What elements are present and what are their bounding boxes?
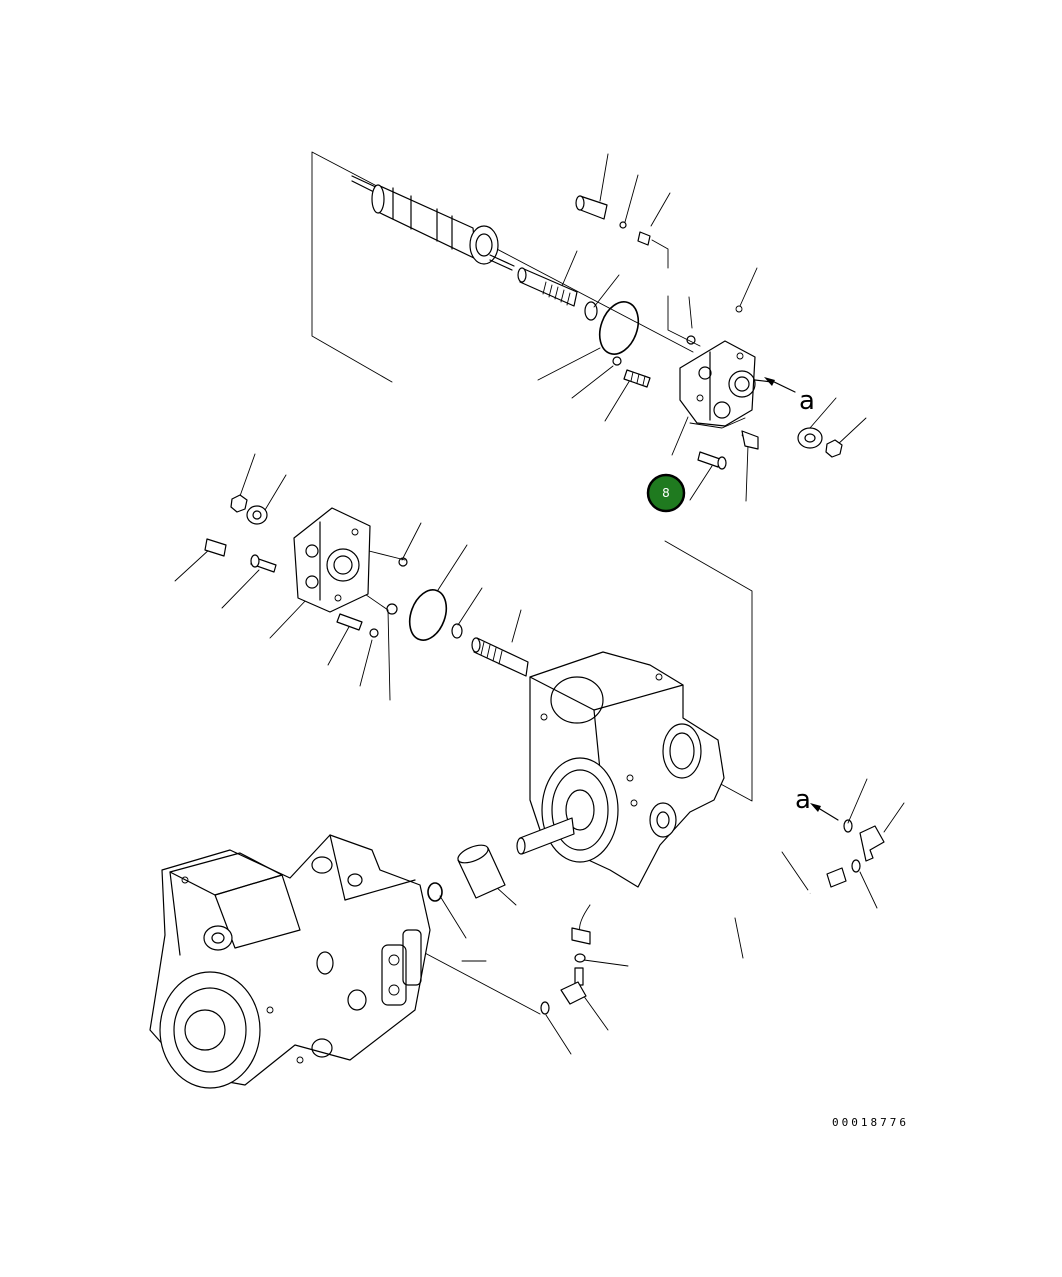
hose bbox=[571, 867, 847, 945]
o-ring-small-top bbox=[584, 301, 598, 321]
plug-top bbox=[575, 195, 651, 246]
o-ring-large-top bbox=[598, 301, 640, 355]
reference-arrow-lower: a bbox=[795, 785, 839, 821]
elbow-fitting-lower bbox=[540, 953, 587, 1015]
callout-marker-8[interactable]: 8 bbox=[646, 473, 686, 513]
leader-lines bbox=[174, 151, 905, 1055]
reference-arrow-upper: a bbox=[764, 377, 815, 416]
bushing bbox=[457, 844, 506, 899]
elbow-fitting-right bbox=[843, 819, 885, 873]
spring-upper bbox=[612, 356, 651, 388]
left-small-parts bbox=[204, 494, 529, 677]
callout-label: 8 bbox=[662, 486, 670, 500]
nut-washer-upper bbox=[741, 427, 843, 458]
spool-top bbox=[517, 267, 578, 307]
valve-body-upper bbox=[679, 305, 773, 427]
reference-label-lower: a bbox=[795, 785, 811, 815]
drawing-number: 00018776 bbox=[832, 1116, 909, 1129]
pump-assembly bbox=[149, 834, 431, 1089]
valve-body-left bbox=[293, 507, 371, 613]
reference-label-upper: a bbox=[799, 386, 815, 416]
solenoid-cylinder bbox=[351, 175, 515, 271]
bolt-upper bbox=[697, 451, 727, 470]
o-ring-lower bbox=[427, 882, 443, 902]
pump-housing bbox=[516, 651, 725, 888]
